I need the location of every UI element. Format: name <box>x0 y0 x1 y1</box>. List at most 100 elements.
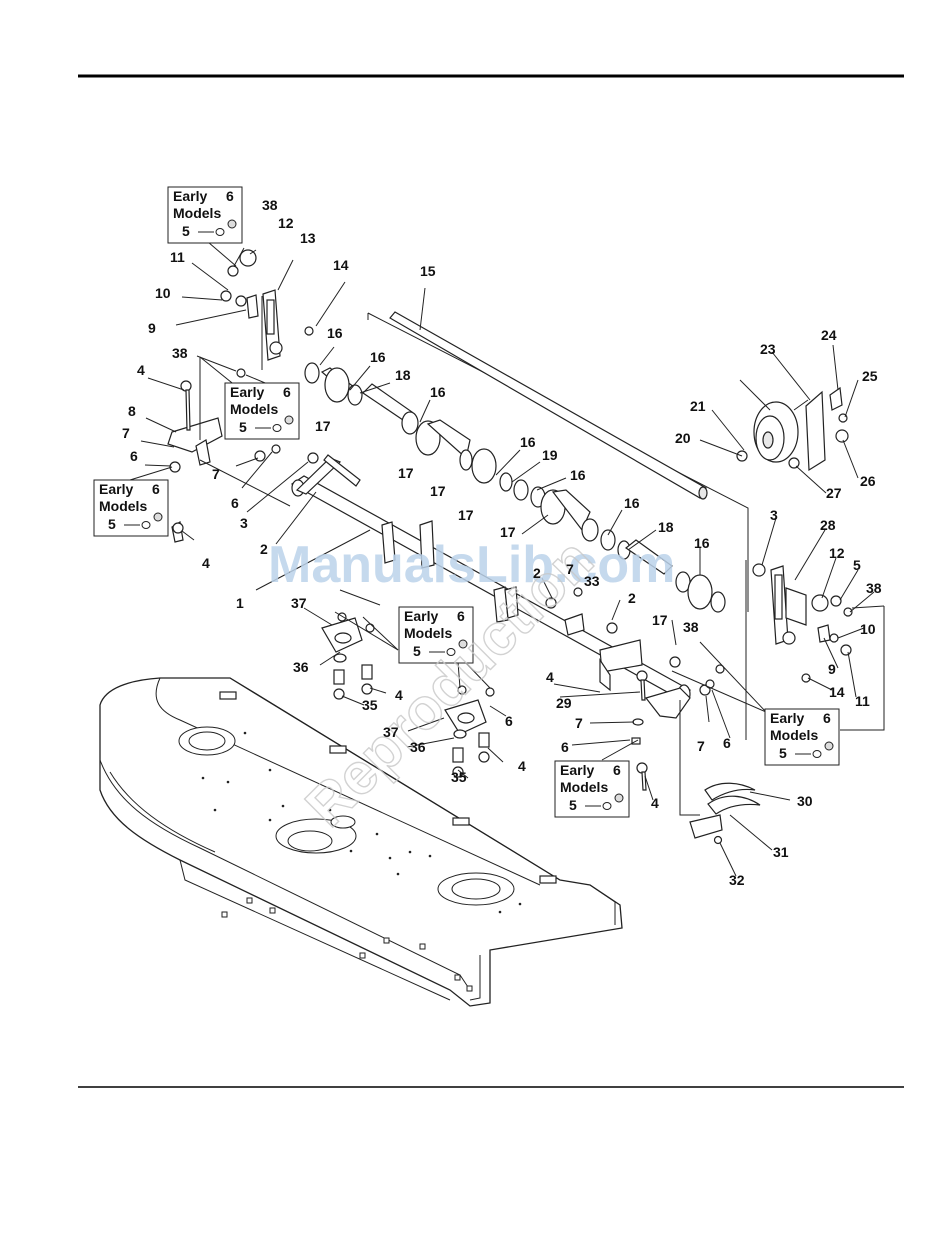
callout-27: 27 <box>826 485 842 501</box>
callout-17: 17 <box>430 483 446 499</box>
nut-icon <box>153 512 163 522</box>
callout-16: 16 <box>370 349 386 365</box>
callout-10: 10 <box>155 285 171 301</box>
early-box-num6: 6 <box>457 608 465 624</box>
callout-35: 35 <box>362 697 378 713</box>
callout-18: 18 <box>395 367 411 383</box>
callout-19: 19 <box>542 447 558 463</box>
nut-icon <box>614 793 624 803</box>
washer-icon <box>602 802 612 810</box>
callout-4: 4 <box>518 758 526 774</box>
callout-23: 23 <box>760 341 776 357</box>
early-box-line1: Early <box>404 608 438 624</box>
callout-4: 4 <box>137 362 145 378</box>
early-box-line1: Early <box>99 481 133 497</box>
callout-15: 15 <box>420 263 436 279</box>
early-models-box-frame <box>398 606 474 664</box>
callout-2: 2 <box>533 565 541 581</box>
early-box-num5: 5 <box>569 797 577 813</box>
callout-8: 8 <box>128 403 136 419</box>
early-box-num5: 5 <box>108 516 116 532</box>
callout-17: 17 <box>315 418 331 434</box>
callout-20: 20 <box>675 430 691 446</box>
main-shaft-1 <box>290 454 692 704</box>
callout-37: 37 <box>383 724 399 740</box>
callout-38: 38 <box>866 580 882 596</box>
early-models-box-frame <box>224 382 300 440</box>
callout-14: 14 <box>333 257 349 273</box>
callout-4: 4 <box>546 669 554 685</box>
callout-38: 38 <box>683 619 699 635</box>
early-box-num6: 6 <box>613 762 621 778</box>
callout-28: 28 <box>820 517 836 533</box>
early-box-line1: Early <box>770 710 804 726</box>
callout-16: 16 <box>624 495 640 511</box>
callout-38: 38 <box>172 345 188 361</box>
early-box-line1: Early <box>173 188 207 204</box>
callout-7: 7 <box>697 738 705 754</box>
callout-18: 18 <box>658 519 674 535</box>
early-box-num5: 5 <box>413 643 421 659</box>
callout-29: 29 <box>556 695 572 711</box>
callout-38: 38 <box>262 197 278 213</box>
callout-3: 3 <box>770 507 778 523</box>
roller-assembly <box>304 362 726 613</box>
left-bracket-13 <box>167 249 319 543</box>
callout-16: 16 <box>694 535 710 551</box>
washer-icon <box>215 228 225 236</box>
washer-icon <box>141 521 151 529</box>
callout-6: 6 <box>130 448 138 464</box>
shaft-bolts <box>545 587 725 674</box>
early-box-line1: Early <box>230 384 264 400</box>
washer-icon <box>272 424 282 432</box>
callout-5: 5 <box>853 557 861 573</box>
callout-4: 4 <box>651 795 659 811</box>
early-models-box-frame <box>554 760 630 818</box>
callout-36: 36 <box>293 659 309 675</box>
callout-11: 11 <box>855 693 870 709</box>
callout-17: 17 <box>458 507 474 523</box>
nut-icon <box>227 219 237 229</box>
early-models-box-frame <box>764 708 840 766</box>
callout-14: 14 <box>829 684 845 700</box>
right-link-assembly <box>444 685 495 778</box>
early-box-num5: 5 <box>182 223 190 239</box>
callout-6: 6 <box>231 495 239 511</box>
callout-9: 9 <box>148 320 156 336</box>
washer-icon <box>446 648 456 656</box>
callout-4: 4 <box>202 555 210 571</box>
callout-2: 2 <box>628 590 636 606</box>
callout-16: 16 <box>520 434 536 450</box>
washer-icon <box>812 750 822 758</box>
watermark-manualslib: ManualsLib.com <box>268 536 675 594</box>
left-link-assembly <box>321 589 381 700</box>
callout-13: 13 <box>300 230 316 246</box>
callout-21: 21 <box>690 398 706 414</box>
callout-7: 7 <box>212 466 220 482</box>
callout-10: 10 <box>860 621 876 637</box>
callout-17: 17 <box>652 612 668 628</box>
callout-3: 3 <box>240 515 248 531</box>
callout-12: 12 <box>829 545 845 561</box>
callout-37: 37 <box>291 595 307 611</box>
callout-7: 7 <box>566 561 574 577</box>
callout-16: 16 <box>430 384 446 400</box>
deck-rivets <box>201 731 522 992</box>
callout-30: 30 <box>797 793 813 809</box>
early-box-num6: 6 <box>152 481 160 497</box>
callout-17: 17 <box>398 465 414 481</box>
early-box-line1: Early <box>560 762 594 778</box>
early-box-num6: 6 <box>823 710 831 726</box>
callout-9: 9 <box>828 661 836 677</box>
callout-1: 1 <box>236 595 244 611</box>
callout-36: 36 <box>410 739 426 755</box>
early-box-line2: Models <box>560 779 608 795</box>
leader-lines <box>140 247 875 877</box>
